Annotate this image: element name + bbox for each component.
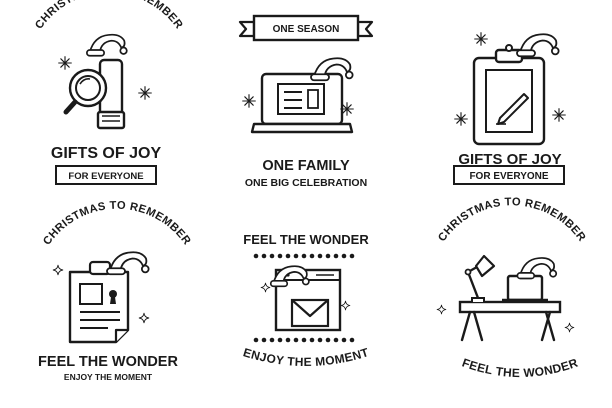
dot-row-bottom	[253, 337, 355, 343]
badge-2-subtitle: ONE BIG CELEBRATION	[245, 177, 367, 189]
star-icon	[436, 304, 447, 315]
badge-5-title: FEEL THE WONDER	[243, 232, 369, 247]
badge-5-bottom-arc: ENJOY THE MOMENT	[242, 345, 371, 369]
badge-5: FEEL THE WONDER ENJOY T	[242, 232, 371, 369]
star-icon	[564, 322, 575, 333]
santa-hat-icon	[85, 33, 128, 57]
badge-6-bottom-arc: FEEL THE WONDER	[460, 355, 580, 380]
desk-lamp-laptop-icon	[458, 254, 562, 342]
laptop-icon	[250, 57, 354, 134]
badge-1-title: GIFTS OF JOY	[51, 145, 162, 162]
clipboard-pen-icon	[472, 33, 560, 146]
badge-1-subtitle: FOR EVERYONE	[68, 171, 143, 182]
sparkle-icon	[340, 102, 354, 116]
badge-4-title: FEEL THE WONDER	[38, 354, 178, 370]
badge-1-subtitle-box	[55, 165, 157, 185]
sparkle-icon	[242, 94, 256, 108]
sparkle-icon	[58, 56, 72, 70]
sparkle-icon	[552, 108, 566, 122]
badge-1-arc-text: CHRISTMAS TO REMEMBER	[33, 0, 185, 31]
star-icon	[340, 300, 351, 311]
badge-6-arc-text: CHRISTMAS TO REMEMBER	[436, 196, 588, 244]
badge-3: GIFTS OF JOY FOR EVERYONE	[453, 32, 566, 185]
star-icon	[138, 312, 150, 324]
id-document-icon	[68, 251, 150, 344]
badge-4: CHRISTMAS TO REMEMBER FEEL THE WONDER EN…	[38, 200, 193, 382]
badge-4-subtitle: ENJOY THE MOMENT	[64, 372, 153, 382]
magnifier-and-tube-icon	[63, 33, 128, 130]
badge-4-arc-text: CHRISTMAS TO REMEMBER	[41, 200, 193, 248]
badge-6: CHRISTMAS TO REMEMBER FEEL THE WONDER	[436, 196, 588, 380]
ribbon-banner: ONE SEASON	[238, 14, 374, 42]
dot-row-top	[253, 253, 355, 259]
badge-3-subtitle: FOR EVERYONE	[469, 171, 548, 182]
badge-2: ONE SEASON ONE FAMILY ONE BIG CELEBRATIO…	[238, 14, 374, 189]
browser-envelope-icon	[269, 265, 342, 332]
sparkle-icon	[474, 32, 488, 46]
star-icon	[260, 282, 271, 293]
badge-2-banner-text: ONE SEASON	[273, 24, 340, 35]
sparkle-icon	[454, 112, 468, 126]
star-icon	[52, 264, 64, 276]
sparkle-icon	[138, 86, 152, 100]
badge-3-title: GIFTS OF JOY	[458, 151, 561, 168]
badge-2-title: ONE FAMILY	[262, 158, 350, 174]
santa-hat-icon	[516, 33, 560, 58]
badge-3-subtitle-box	[453, 165, 565, 185]
badge-1: CHRISTMAS TO REMEMBER GIFTS OF JOY FOR E…	[33, 0, 185, 185]
